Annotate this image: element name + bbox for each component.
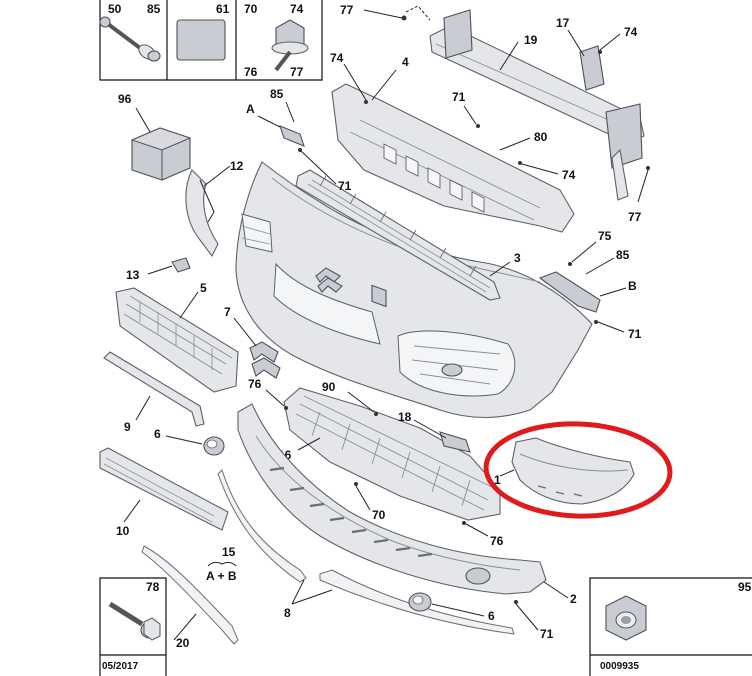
label-20: 20 <box>176 636 190 650</box>
label-13: 13 <box>126 268 140 282</box>
label-74-inset: 74 <box>290 2 304 16</box>
part-16-undertray: 16 <box>278 387 501 521</box>
label-3: 3 <box>514 251 521 265</box>
label-76-a: 76 <box>248 377 262 391</box>
part-19-beam: 19 <box>429 9 645 201</box>
label-2: 2 <box>570 592 577 606</box>
label-a: A <box>246 102 255 116</box>
label-50: 50 <box>108 2 122 16</box>
label-77-b: 77 <box>628 210 642 224</box>
label-15-sub: A + B <box>206 569 237 583</box>
label-85-inset: 85 <box>147 2 161 16</box>
callout-77-right: 77 <box>628 166 650 224</box>
label-group-15: 15 A + B <box>206 545 237 583</box>
label-78: 78 <box>146 580 160 594</box>
label-19: 19 <box>524 33 538 47</box>
screw-icon <box>99 16 161 62</box>
part-8-lower-strips: 8 <box>217 469 515 635</box>
part-absorber-strip <box>295 169 501 301</box>
callout-71-d: 71 <box>514 600 554 641</box>
part-18-bracket: 18 <box>398 410 471 453</box>
part-96-block: 96 <box>118 92 192 181</box>
label-10: 10 <box>116 524 130 538</box>
part-9-strip: 9 <box>103 351 205 434</box>
callout-74-top: 74 <box>330 51 368 104</box>
part-12-bracket: 12 <box>185 159 244 258</box>
part-13-clip: 13 <box>126 257 191 282</box>
pad-icon <box>176 19 226 61</box>
date-code: 05/2017 <box>102 661 139 672</box>
label-7: 7 <box>224 305 231 319</box>
label-17: 17 <box>556 16 570 30</box>
highlight-ring <box>483 421 673 519</box>
callout-76-b: 76 <box>462 521 504 548</box>
inset-fasteners-bottom-left: 78 05/2017 <box>99 577 167 676</box>
label-6-left: 6 <box>154 427 161 441</box>
callout-77-top: 77 <box>340 3 431 21</box>
label-96: 96 <box>118 92 132 106</box>
label-85-a: 85 <box>270 87 284 101</box>
label-71-a: 71 <box>338 179 352 193</box>
part-5-grille: 5 <box>115 281 239 393</box>
part-10-lower-grille: 10 <box>99 447 229 538</box>
part-3-bumper-shell: 3 <box>235 161 593 419</box>
label-77-inset: 77 <box>290 65 304 79</box>
label-74-a: 74 <box>330 51 344 65</box>
label-85-b: 85 <box>616 248 630 262</box>
label-95: 95 <box>738 580 752 594</box>
part-17-bracket: 17 74 <box>556 16 638 91</box>
label-70: 70 <box>372 508 386 522</box>
screw-icon <box>108 601 161 641</box>
label-b: B <box>628 279 637 293</box>
callout-70: 70 <box>354 482 386 522</box>
label-61: 61 <box>216 2 230 16</box>
part-4-absorber: 4 <box>331 55 575 308</box>
part-7-chevron: 7 <box>224 305 281 379</box>
label-12: 12 <box>230 159 244 173</box>
label-9: 9 <box>124 420 131 434</box>
label-15: 15 <box>222 545 236 559</box>
part-2-lower-bumper: 2 <box>237 403 577 606</box>
label-90: 90 <box>322 380 336 394</box>
callout-71-80-74: 71 80 74 <box>452 90 576 182</box>
part-20-trim: 20 <box>141 545 239 650</box>
label-71-b: 71 <box>452 90 466 104</box>
part-right-bracket: 75 85 B 71 <box>538 229 642 341</box>
label-77-a: 77 <box>340 3 354 17</box>
callout-a-85-71: A 85 71 <box>246 87 352 193</box>
ref-code: 0009935 <box>600 661 639 672</box>
bolt-icon <box>271 19 309 72</box>
label-74-b: 74 <box>562 168 576 182</box>
label-75: 75 <box>598 229 612 243</box>
part-1-corner-trim: 1 <box>494 437 635 505</box>
label-76-b: 76 <box>490 534 504 548</box>
label-71-c: 71 <box>628 327 642 341</box>
inset-fastener-bottom-right: 95 0009935 <box>589 577 752 676</box>
part-6-foglamp-left: 6 <box>154 427 225 456</box>
label-71-d: 71 <box>540 627 554 641</box>
label-4: 4 <box>402 55 409 69</box>
label-76-inset: 76 <box>244 65 258 79</box>
label-8: 8 <box>284 606 291 620</box>
inset-fasteners-top: 50 85 61 70 74 76 77 <box>99 0 323 81</box>
label-74-c: 74 <box>624 25 638 39</box>
part-6-foglamp-right: 6 <box>408 592 495 623</box>
label-80: 80 <box>534 130 548 144</box>
label-5: 5 <box>200 281 207 295</box>
label-18: 18 <box>398 410 412 424</box>
label-70-inset: 70 <box>244 2 258 16</box>
nut-icon <box>605 595 647 641</box>
label-1: 1 <box>494 473 501 487</box>
callout-76-90: 76 90 <box>248 377 378 416</box>
label-6-right: 6 <box>488 609 495 623</box>
